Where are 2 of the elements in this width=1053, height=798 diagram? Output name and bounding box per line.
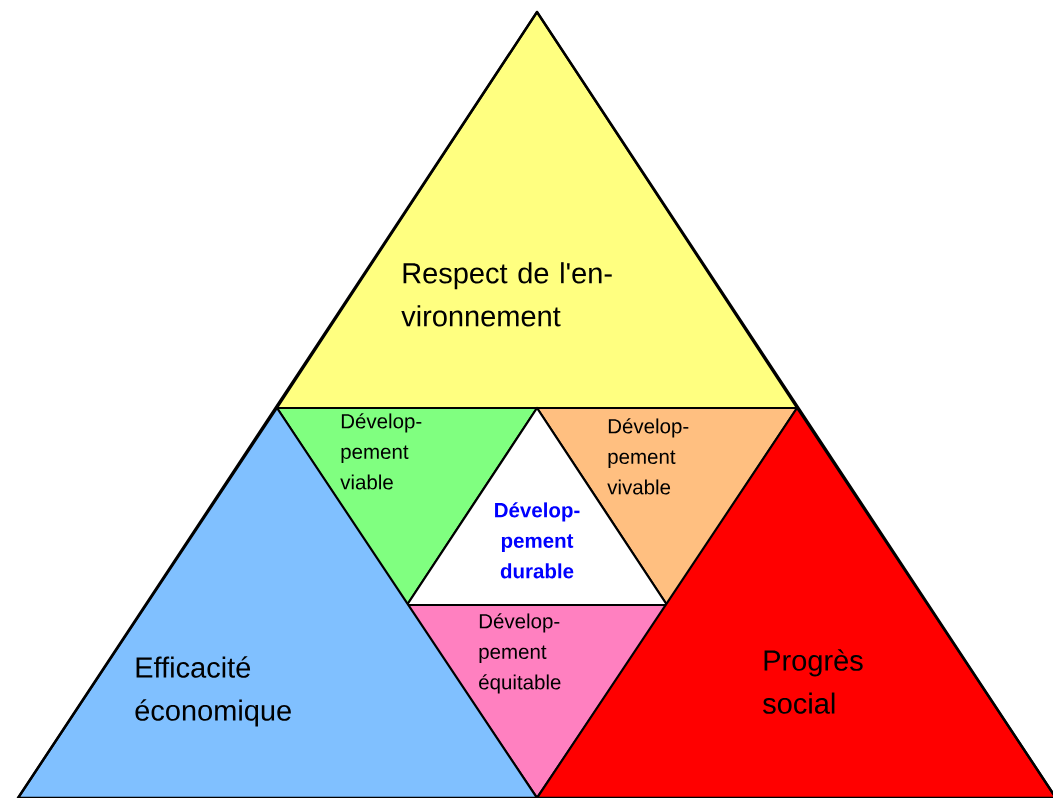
triangle: Respect de l'en- vironnement xyxy=(275,10,799,410)
triangle: Dévelop- pement équitable xyxy=(405,603,669,798)
